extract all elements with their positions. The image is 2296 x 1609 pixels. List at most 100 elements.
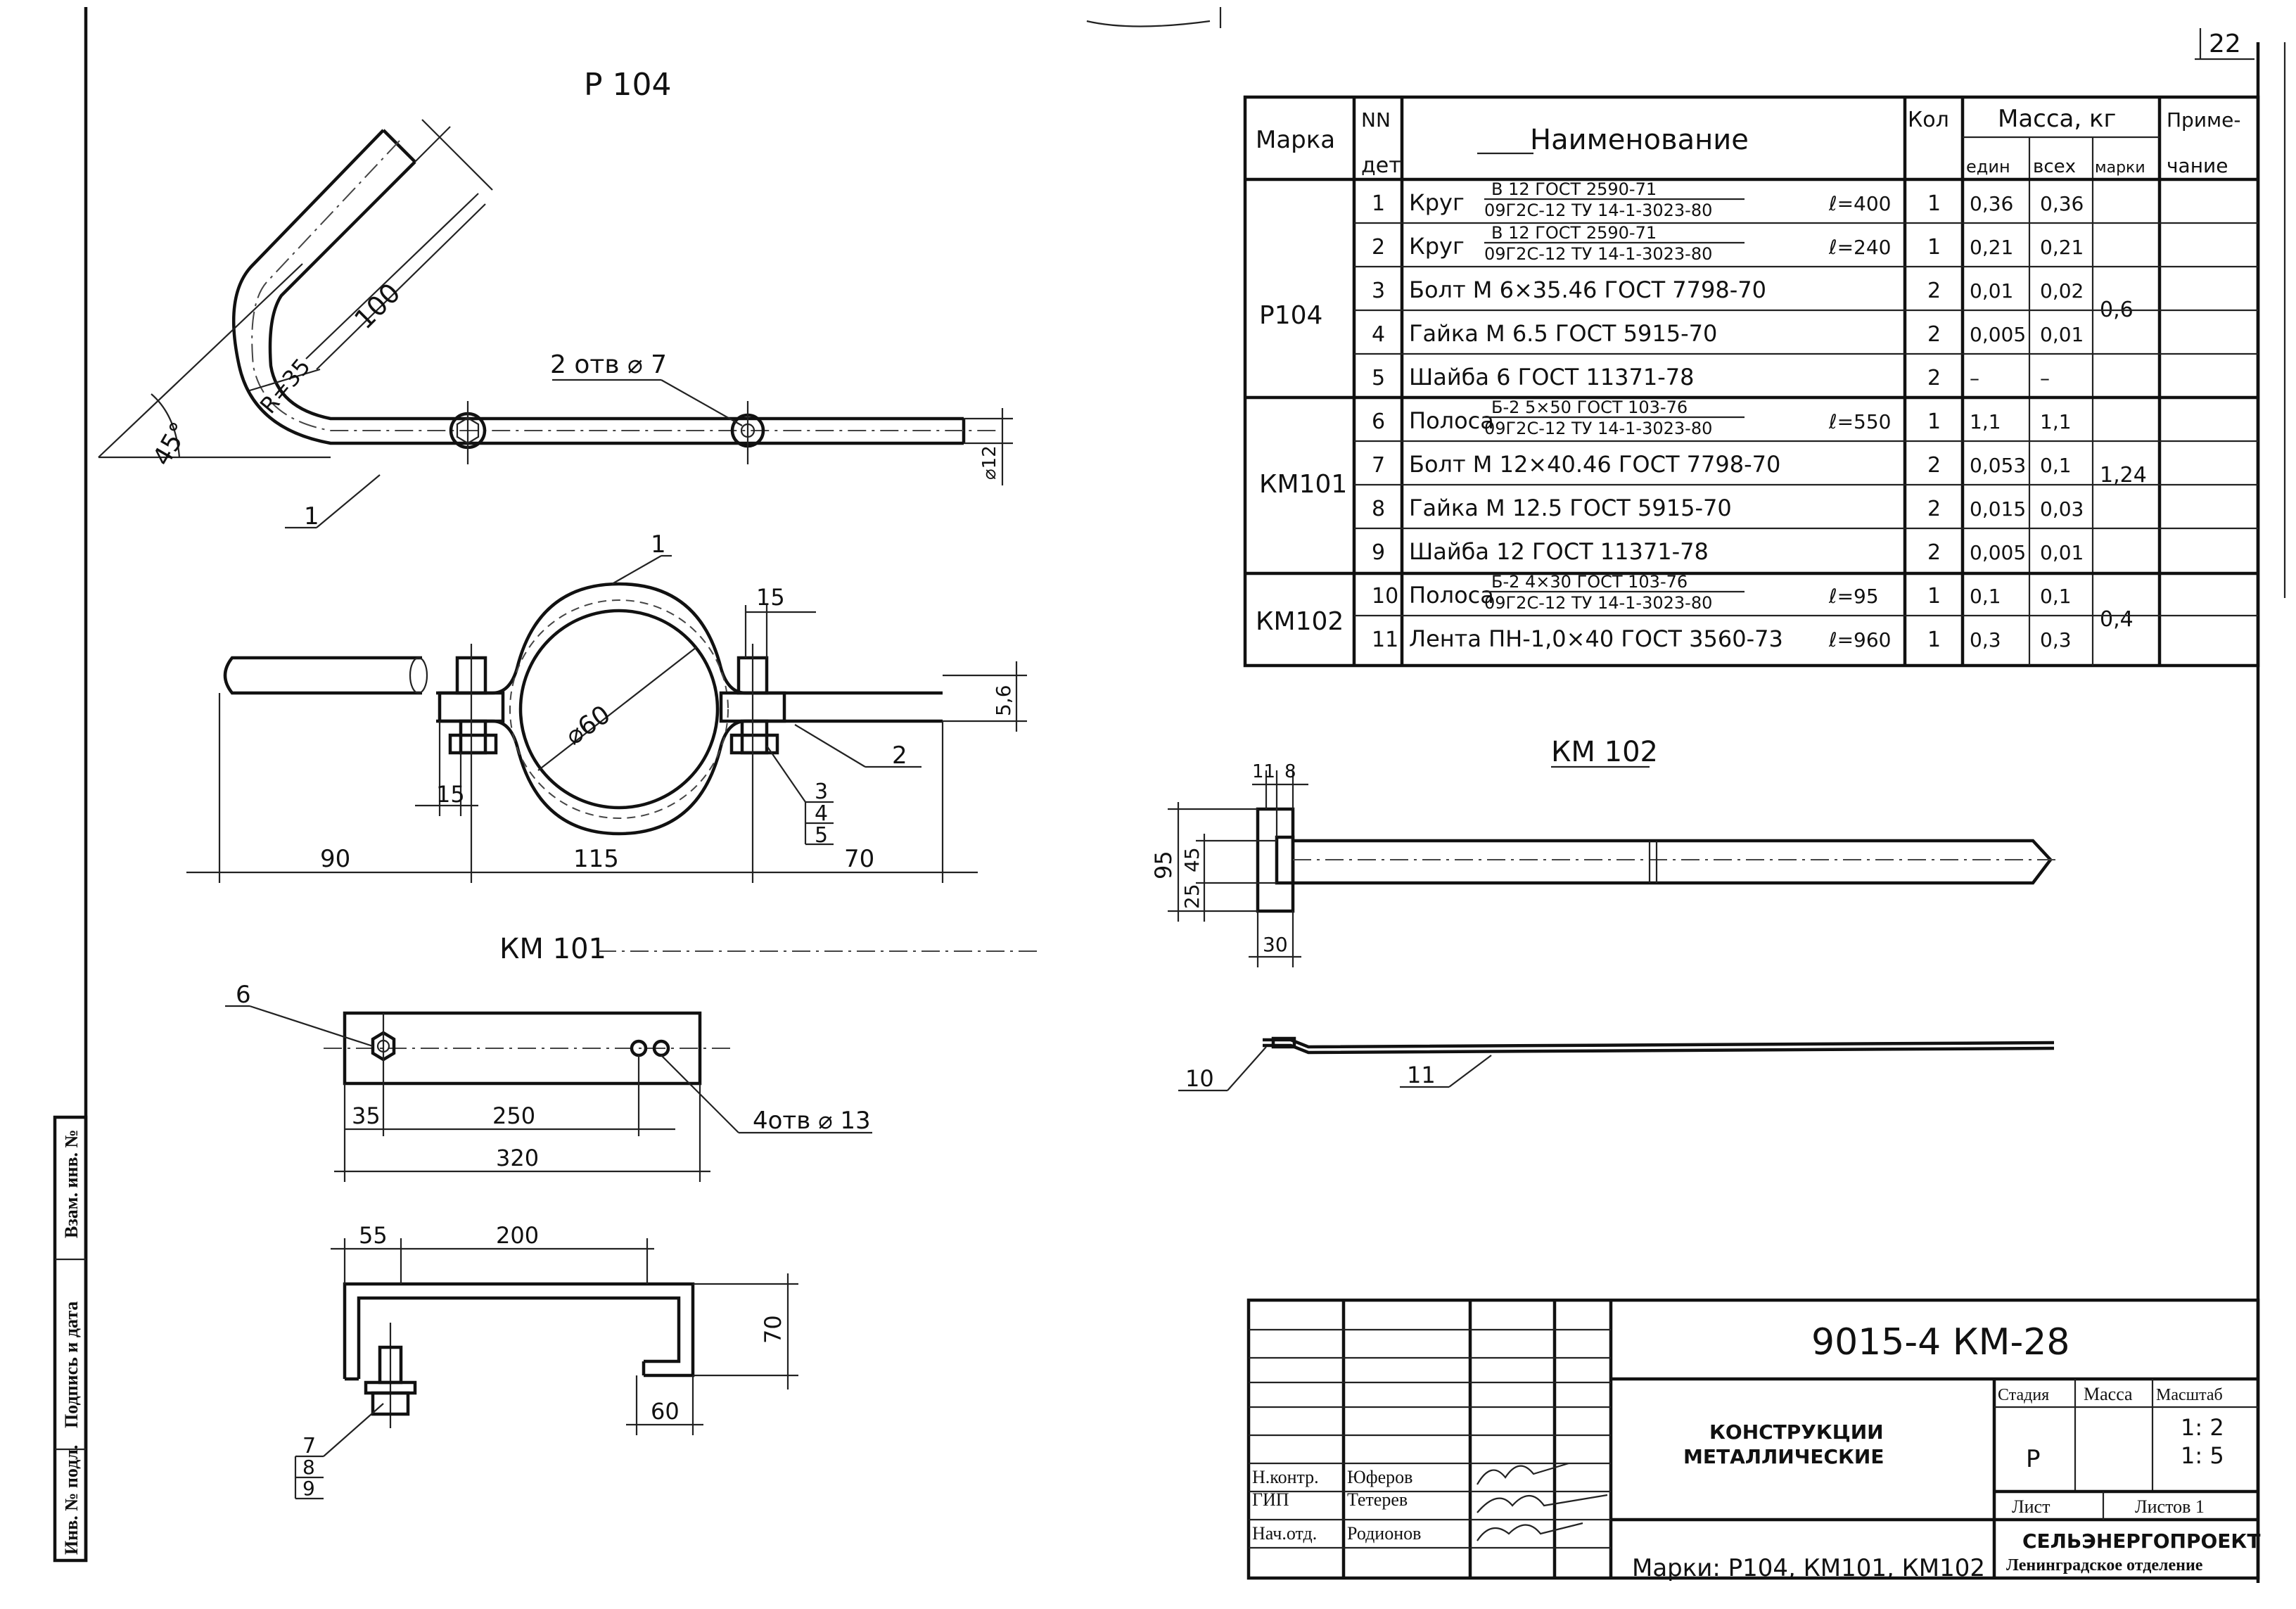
group-mass-km101: 1,24 (2100, 463, 2147, 488)
p104-part-ref: 1 (304, 502, 319, 530)
spec-unit-5: – (1970, 367, 1979, 390)
p104-diameter: ⌀12 (979, 445, 1000, 480)
spec-qty-6: 1 (1927, 409, 1941, 434)
clamp-part-ref-5: 5 (815, 823, 828, 848)
title-block: 9015-4 КМ-28 КОНСТРУКЦИИ МЕТАЛЛИЧЕСКИЕ С… (1246, 1298, 2260, 1582)
group-mass-km102: 0,4 (2100, 607, 2134, 632)
spec-total-3: 0,02 (2040, 279, 2084, 303)
spec-total-4: 0,01 (2040, 323, 2084, 346)
sheet-label: Лист (2012, 1496, 2050, 1517)
spec-unit-2: 0,21 (1970, 236, 2013, 259)
spec-top-1: В 12 ГОСТ 2590-71 (1491, 179, 1657, 199)
th-mass: Масса, кг (1998, 105, 2116, 133)
spec-num-3: 3 (1372, 279, 1385, 303)
spec-unit-7: 0,053 (1970, 454, 2026, 477)
p104-length: 100 (348, 277, 406, 335)
th-mass-unit: един (1966, 157, 2010, 177)
th-note-top: Приме- (2167, 108, 2240, 132)
km101-dim-35: 35 (352, 1102, 381, 1129)
object-name-2: МЕТАЛЛИЧЕСКИЕ (1683, 1445, 1884, 1468)
spec-num-10: 10 (1372, 584, 1398, 609)
sig-role-3: Нач.отд. (1252, 1523, 1317, 1544)
spec-total-1: 0,36 (2040, 192, 2084, 215)
spec-num-9: 9 (1372, 540, 1385, 565)
km101-title: КМ 101 (499, 933, 606, 965)
sheet-number: 22 (2209, 30, 2241, 58)
th-qty: Кол (1908, 108, 1949, 132)
side-stamp: Инв. № подл. Подпись и дата Взам. инв. № (53, 1115, 88, 1563)
spec-unit-11: 0,3 (1970, 628, 2001, 651)
sig-role-1: Н.контр. (1252, 1467, 1319, 1487)
spec-total-9: 0,01 (2040, 541, 2084, 564)
spec-name-9: Шайба 12 ГОСТ 11371-78 (1409, 538, 1709, 565)
spec-qty-2: 1 (1927, 235, 1941, 260)
spec-qty-1: 1 (1927, 191, 1941, 216)
drawing-clamp: ⌀60 1 15 15 5,6 2 (186, 530, 1027, 883)
sheet-number-box: 22 (2195, 28, 2254, 61)
sig-name-1: Юферов (1347, 1467, 1412, 1487)
th-name: Наименование (1530, 124, 1749, 156)
clamp-part-ref-2: 2 (892, 742, 907, 770)
clamp-dim-70: 70 (844, 845, 874, 873)
stamp-field-replaced: Взам. инв. № (61, 1129, 82, 1238)
spec-bottom-6: 09Г2С-12 ТУ 14-1-3023-80 (1484, 419, 1712, 438)
spec-bottom-2: 09Г2С-12 ТУ 14-1-3023-80 (1484, 244, 1712, 264)
spec-qty-7: 2 (1927, 453, 1941, 478)
spec-name-10: Полоса (1409, 582, 1494, 609)
km102-dim-11: 11 (1252, 761, 1275, 782)
stage-value: Р (2026, 1445, 2041, 1473)
scale-header: Масштаб (2156, 1386, 2223, 1404)
km102-dim-8: 8 (1284, 761, 1296, 782)
spec-name-5: Шайба 6 ГОСТ 11371-78 (1409, 364, 1695, 390)
th-num-bottom: дет (1361, 153, 1401, 178)
clamp-dim-115: 115 (573, 845, 619, 873)
spec-total-7: 0,1 (2040, 454, 2072, 477)
km101-dim-250: 250 (492, 1102, 535, 1129)
spec-unit-8: 0,015 (1970, 497, 2026, 521)
km102-dim-95: 95 (1150, 851, 1177, 879)
km101-dim-60: 60 (651, 1398, 680, 1425)
stamp-field-inv: Инв. № подл. (61, 1445, 82, 1555)
km101-part-ref-8: 8 (302, 1456, 315, 1479)
spec-length-11: ℓ=960 (1828, 628, 1891, 651)
km101-part-ref-6: 6 (236, 981, 251, 1009)
clamp-part-ref-3: 3 (815, 780, 828, 804)
scale-value-2: 1: 5 (2181, 1442, 2224, 1469)
km101-holes-callout: 4отв ⌀ 13 (753, 1107, 871, 1135)
spec-bottom-1: 09Г2С-12 ТУ 14-1-3023-80 (1484, 201, 1712, 220)
group-marka-km102: КМ102 (1256, 607, 1344, 636)
spec-bottom-10: 09Г2С-12 ТУ 14-1-3023-80 (1484, 593, 1712, 613)
th-marka: Марка (1256, 126, 1335, 154)
spec-total-5: – (2040, 367, 2050, 390)
spec-total-11: 0,3 (2040, 628, 2072, 651)
spec-qty-11: 1 (1927, 628, 1941, 652)
spec-top-10: Б-2 4×30 ГОСТ 103-76 (1491, 572, 1688, 592)
th-note-bottom: чание (2167, 154, 2228, 177)
spec-table: Марка NN дет Наименование Кол Масса, кг … (1243, 95, 2260, 668)
spec-qty-8: 2 (1927, 497, 1941, 521)
signature-1 (1477, 1462, 1569, 1485)
km102-dim-30: 30 (1263, 933, 1288, 956)
spec-qty-10: 1 (1927, 584, 1941, 609)
spec-num-5: 5 (1372, 366, 1385, 390)
spec-num-1: 1 (1372, 191, 1385, 216)
km101-dim-320: 320 (496, 1145, 539, 1171)
spec-name-3: Болт М 6×35.46 ГОСТ 7798-70 (1409, 276, 1766, 303)
km102-part-ref-10: 10 (1185, 1065, 1214, 1092)
spec-name-1: Круг (1409, 189, 1465, 216)
km102-dim-45: 45 (1180, 847, 1204, 872)
sig-role-2: ГИП (1252, 1489, 1289, 1510)
sig-name-2: Тетерев (1347, 1489, 1408, 1510)
group-marka-p104: Р104 (1259, 301, 1322, 330)
spec-length-6: ℓ=550 (1828, 410, 1891, 433)
km102-dim-25: 25 (1180, 884, 1204, 909)
spec-total-2: 0,21 (2040, 236, 2084, 259)
object-name-1: КОНСТРУКЦИИ (1709, 1420, 1884, 1444)
group-marka-km101: КМ101 (1259, 470, 1347, 499)
spec-unit-6: 1,1 (1970, 410, 2001, 433)
spec-num-4: 4 (1372, 322, 1385, 347)
spec-top-2: В 12 ГОСТ 2590-71 (1491, 223, 1657, 243)
